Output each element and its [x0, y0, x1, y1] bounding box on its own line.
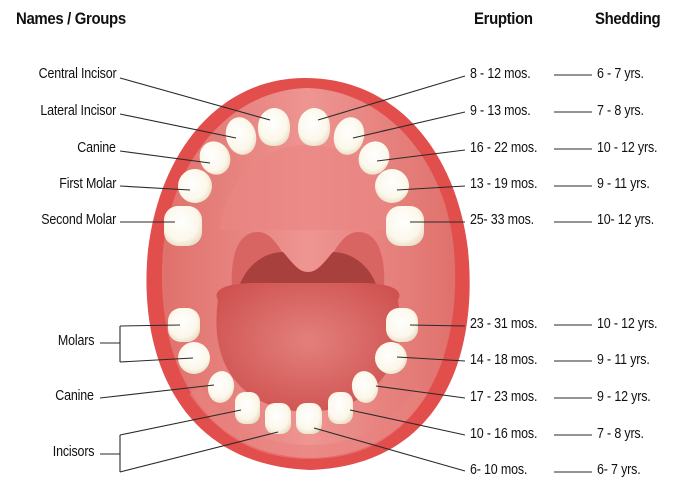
eruption-upper-central-incisor: 8 - 12 mos.: [470, 66, 531, 82]
eruption-lower-lateral-incisor: 10 - 16 mos.: [470, 426, 538, 442]
label-canine-lower: Canine: [55, 388, 95, 404]
lower-teeth: [168, 308, 418, 434]
label-lateral-incisor: Lateral Incisor: [40, 103, 116, 119]
shedding-lower-canine: 9 - 12 yrs.: [597, 389, 651, 405]
leader-lines: [99, 74, 592, 473]
header-names-groups: Names / Groups: [16, 9, 126, 28]
palate: [220, 145, 398, 230]
eruption-upper-lateral-incisor: 9 - 13 mos.: [470, 103, 531, 119]
label-first-molar: First Molar: [58, 176, 116, 192]
header-eruption: Eruption: [474, 9, 533, 28]
eruption-lower-central-incisor: 6- 10 mos.: [470, 462, 528, 478]
shedding-lower-first-molar: 9 - 11 yrs.: [597, 352, 650, 368]
shedding-upper-first-molar: 9 - 11 yrs.: [597, 176, 650, 192]
lower-gum: [189, 385, 428, 460]
label-molars-group: Molars: [57, 333, 95, 349]
label-incisors-group: Incisors: [52, 444, 94, 460]
shedding-upper-second-molar: 10- 12 yrs.: [597, 212, 655, 228]
shedding-lower-second-molar: 10 - 12 yrs.: [597, 316, 658, 332]
eruption-lower-first-molar: 14 - 18 mos.: [470, 352, 538, 368]
shedding-lower-lateral-incisor: 7 - 8 yrs.: [597, 426, 644, 442]
shedding-upper-lateral-incisor: 7 - 8 yrs.: [597, 103, 644, 119]
eruption-upper-second-molar: 25- 33 mos.: [470, 212, 534, 228]
header-shedding: Shedding: [595, 9, 661, 28]
eruption-lower-canine: 17 - 23 mos.: [470, 389, 538, 405]
eruption-upper-canine: 16 - 22 mos.: [470, 140, 538, 156]
shedding-lower-central-incisor: 6- 7 yrs.: [597, 462, 641, 478]
eruption-lower-second-molar: 23 - 31 mos.: [470, 316, 538, 332]
shedding-upper-canine: 10 - 12 yrs.: [597, 140, 658, 156]
upper-teeth: [164, 108, 424, 246]
label-second-molar: Second Molar: [41, 212, 116, 228]
label-canine-upper: Canine: [77, 140, 117, 156]
throat: [238, 252, 378, 290]
eruption-upper-first-molar: 13 - 19 mos.: [470, 176, 538, 192]
label-central-incisor: Central Incisor: [38, 66, 116, 82]
shedding-upper-central-incisor: 6 - 7 yrs.: [597, 66, 644, 82]
